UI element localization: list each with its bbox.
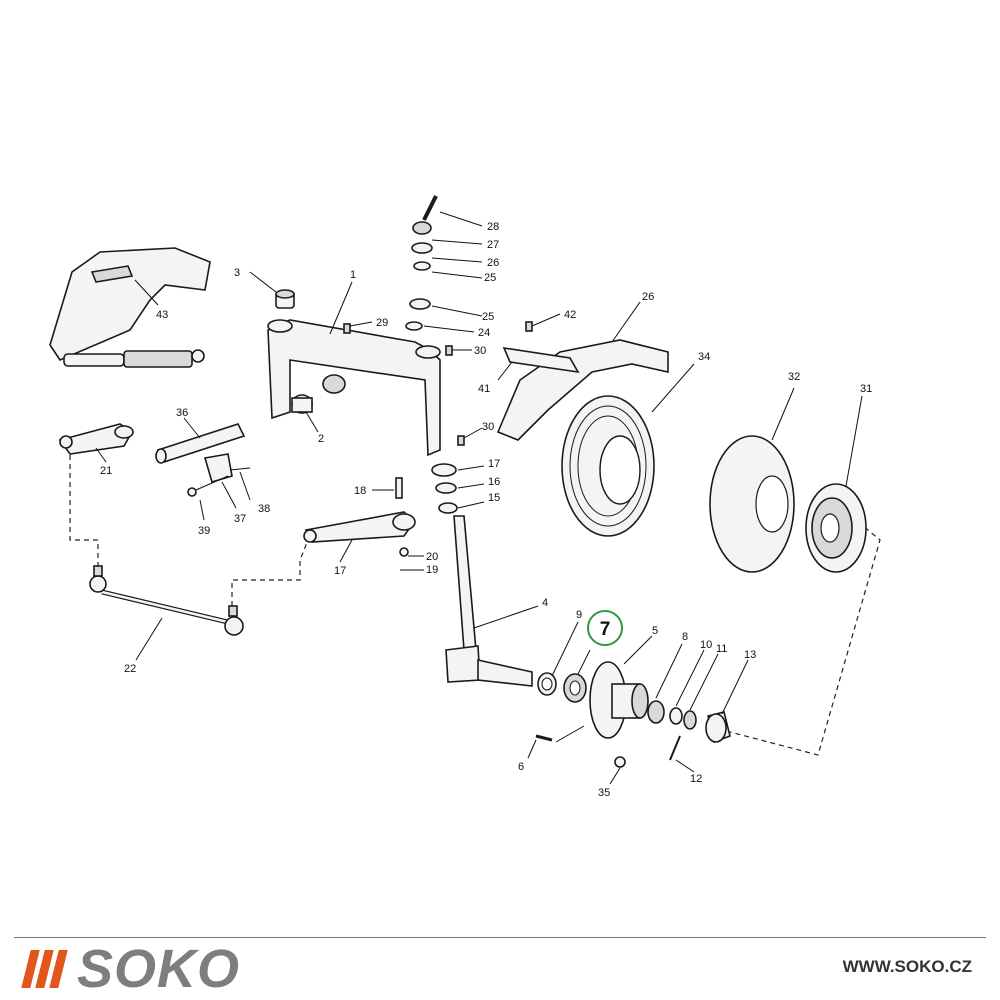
callout-24: 24	[478, 327, 490, 339]
callout-35: 35	[598, 787, 610, 799]
callout-5: 5	[652, 625, 658, 637]
part-steering-arm-right	[303, 511, 416, 563]
part-steering-arm-left	[58, 423, 134, 463]
callout-30c: 30	[482, 421, 494, 433]
callout-4: 4	[542, 597, 548, 609]
part-tie-rod	[89, 565, 244, 661]
callout-2: 2	[318, 433, 324, 445]
callout-43: 43	[156, 309, 168, 321]
part-small-bolts	[372, 477, 424, 571]
part-fender-bracket	[497, 313, 580, 381]
callout-36: 36	[176, 407, 188, 419]
callout-18: 18	[354, 485, 366, 497]
callout-16: 17	[488, 458, 500, 470]
callout-30b: 30	[474, 345, 486, 357]
callout-37: 37	[234, 513, 246, 525]
exploded-parts-diagram: 28 27 26 25 25 24 29 30 30 1 3 2 43 36 2…	[49, 195, 881, 799]
callout-41: 41	[478, 383, 490, 395]
callout-19: 19	[426, 564, 438, 576]
routing-dashes	[69, 455, 881, 756]
part-kingpin-washers	[431, 463, 485, 514]
callout-26: 26	[642, 291, 654, 303]
callout-11: 11	[716, 643, 727, 655]
part-axle-frame	[267, 281, 441, 457]
highlighted-part-number: 7	[600, 619, 611, 640]
callout-13: 13	[744, 649, 756, 661]
callout-38: 38	[258, 503, 270, 515]
callout-labels: 28 27 26 25 25 24 29 30 30 1 3 2 43 36 2…	[100, 221, 872, 799]
callout-25b: 25	[482, 311, 494, 323]
highlighted-callout-7[interactable]: 7	[587, 610, 623, 646]
footer-divider	[14, 937, 986, 938]
part-bracket	[187, 453, 251, 521]
brand-name: SOKO	[77, 939, 241, 999]
callout-27: 26	[487, 257, 499, 269]
part-top-stack	[405, 195, 483, 333]
part-tire	[561, 363, 695, 537]
part-bushing	[291, 394, 319, 433]
callout-39: 39	[198, 525, 210, 537]
part-spindle	[445, 515, 539, 687]
callout-1: 1	[350, 269, 356, 281]
callout-28: 27	[487, 239, 499, 251]
callout-20: 20	[426, 551, 438, 563]
callout-14: 15	[488, 492, 500, 504]
callout-3: 3	[234, 267, 240, 279]
callout-32: 32	[788, 371, 800, 383]
callout-42: 42	[564, 309, 576, 321]
callout-29: 28	[487, 221, 499, 233]
callout-21: 21	[100, 465, 112, 477]
callout-8: 8	[682, 631, 688, 643]
brand-bars-icon	[21, 950, 68, 988]
callout-12: 12	[690, 773, 702, 785]
part-grease-nipples	[343, 321, 483, 446]
part-bushing-top	[249, 271, 295, 309]
callout-17: 17	[334, 565, 346, 577]
part-hub-assembly	[527, 621, 749, 785]
callout-9: 9	[576, 609, 582, 621]
part-pin	[155, 417, 246, 464]
callout-31: 31	[860, 383, 872, 395]
website-url[interactable]: WWW.SOKO.CZ	[842, 957, 972, 976]
callout-25a: 25	[484, 272, 496, 284]
part-rim	[805, 395, 867, 573]
callout-22: 22	[124, 663, 136, 675]
callout-15: 16	[488, 476, 500, 488]
callout-30a: 29	[376, 317, 388, 329]
callout-34: 34	[698, 351, 710, 363]
callout-6: 6	[518, 761, 524, 773]
part-fender-left	[49, 247, 211, 361]
callout-10: 10	[700, 639, 712, 651]
part-cylinder	[63, 349, 205, 368]
part-inner-tube	[709, 387, 795, 573]
brand-logo: SOKO	[21, 939, 241, 999]
